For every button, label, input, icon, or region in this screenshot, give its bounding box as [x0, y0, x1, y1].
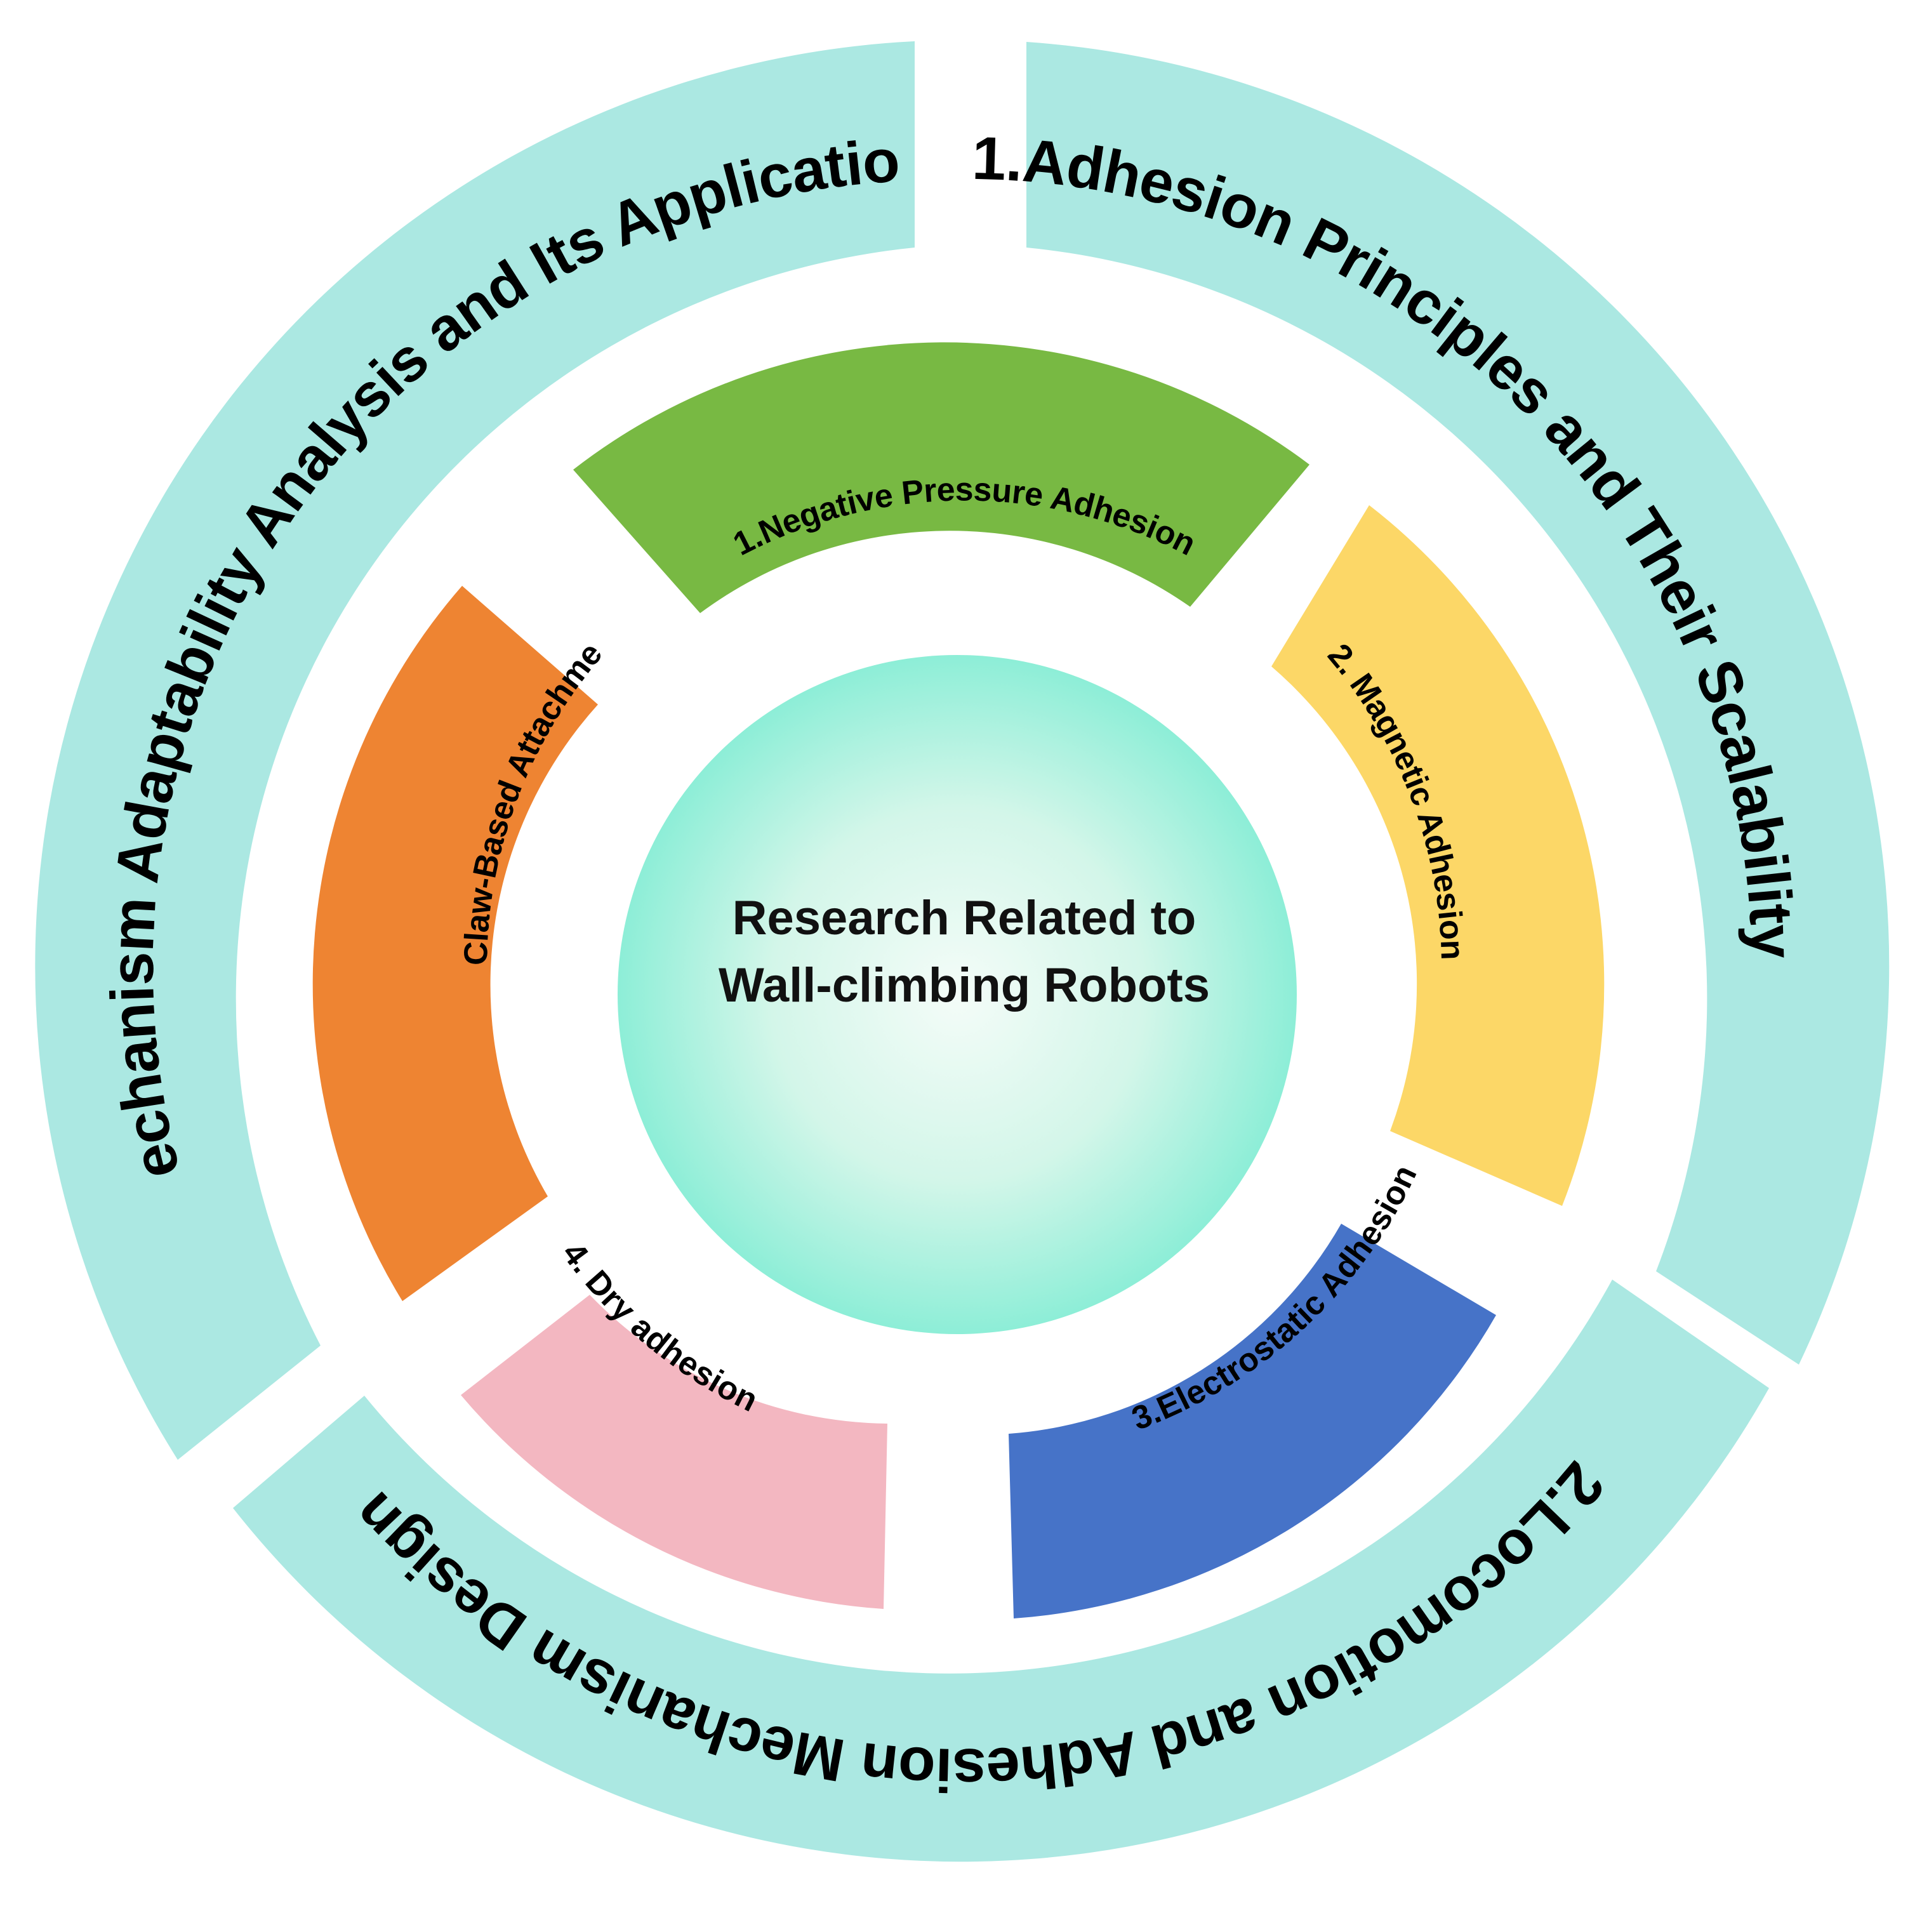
- center-circle: [618, 655, 1297, 1334]
- inner-segment-electrostatic: [1009, 1224, 1496, 1618]
- inner-segment-dry-adhesion: [461, 1295, 887, 1609]
- center-title-line2: Wall-climbing Robots: [719, 958, 1210, 1012]
- outer-segment-2: [233, 1280, 1769, 1862]
- inner-segment-negative-pressure: [573, 342, 1309, 613]
- outer-ring: [35, 41, 1890, 1862]
- inner-segment-claw-based: [312, 586, 598, 1301]
- outer-segment-3: [35, 41, 915, 1460]
- center-hub: Research Related to Wall-climbing Robots: [618, 655, 1297, 1334]
- outer-segment-1: [1026, 42, 1890, 1365]
- center-title-line1: Research Related to: [732, 891, 1197, 945]
- inner-segment-magnetic: [1271, 505, 1605, 1206]
- inner-ring: [312, 342, 1605, 1618]
